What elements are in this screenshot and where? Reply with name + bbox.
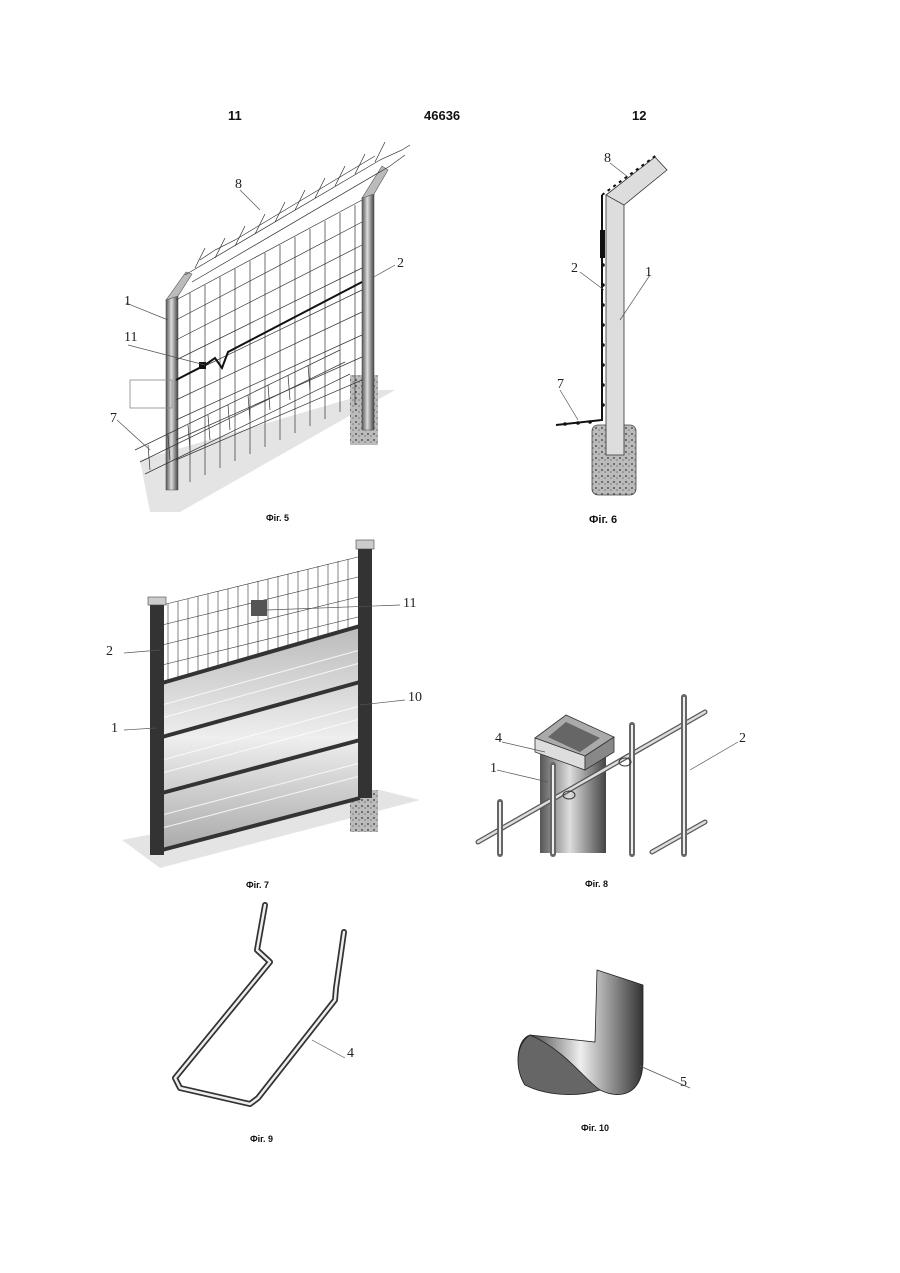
- fig5-callout-2: 2: [397, 256, 404, 271]
- fig10-caption: Фіг. 10: [581, 1123, 609, 1133]
- figure-7-drawing: [122, 540, 420, 868]
- fig7-callout-11: 11: [403, 596, 416, 611]
- fig6-caption: Фіг. 6: [589, 514, 617, 526]
- fig7-callout-2: 2: [106, 644, 113, 659]
- fig5-callout-1: 1: [124, 294, 131, 309]
- fig5-callout-7: 7: [110, 411, 117, 426]
- fig5-callout-8: 8: [235, 177, 242, 192]
- fig8-callout-2: 2: [739, 731, 746, 746]
- fig10-callout-5: 5: [680, 1075, 687, 1090]
- fig6-callout-7: 7: [557, 377, 564, 392]
- fig5-caption: Фіг. 5: [266, 513, 289, 523]
- fig9-caption: Фіг. 9: [250, 1134, 273, 1144]
- figure-9-drawing: [175, 905, 345, 1104]
- figure-8-drawing: [478, 697, 738, 854]
- fig6-callout-1: 1: [645, 265, 652, 280]
- fig6-callout-2: 2: [571, 261, 578, 276]
- fig6-callout-8: 8: [604, 151, 611, 166]
- fig9-callout-4: 4: [347, 1046, 354, 1061]
- fig7-callout-1: 1: [111, 721, 118, 736]
- fig5-callout-11: 11: [124, 330, 137, 345]
- figure-10-drawing: [518, 970, 690, 1095]
- fig8-caption: Фіг. 8: [585, 879, 608, 889]
- fig8-callout-4: 4: [495, 731, 502, 746]
- fig7-caption: Фіг. 7: [246, 880, 269, 890]
- figure-6-drawing: [556, 154, 667, 495]
- figure-5-drawing: [117, 142, 410, 512]
- fig7-callout-10: 10: [408, 690, 422, 705]
- fig8-callout-1: 1: [490, 761, 497, 776]
